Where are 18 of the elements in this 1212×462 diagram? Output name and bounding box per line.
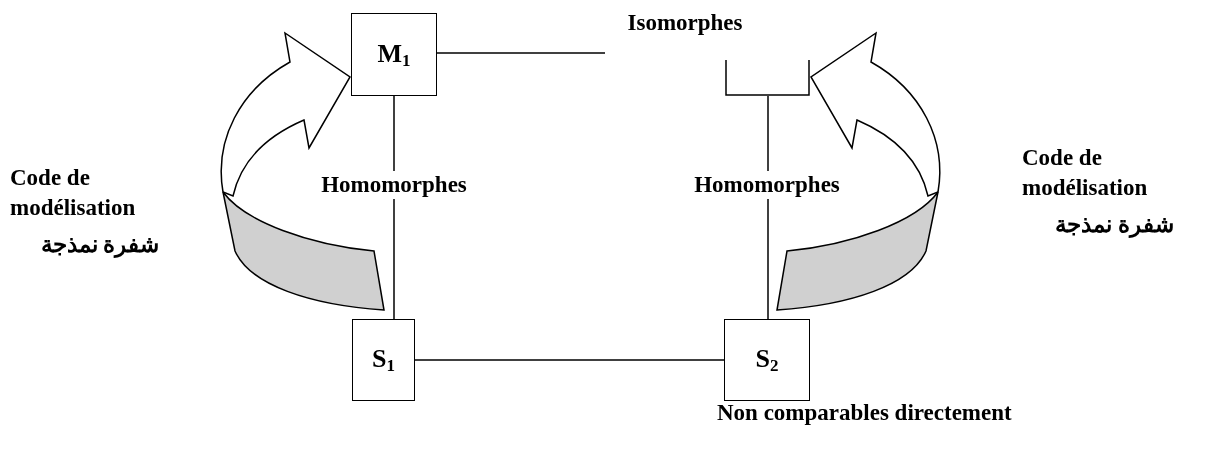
edge-label: Homomorphes [692,171,842,199]
annotation: Non comparables directement [717,399,1013,427]
box [352,319,415,401]
node-label: S$_{2}$ [755,346,779,374]
node-label: M$_{1}$ [377,40,411,69]
annotation: Code de modélisation [10,164,137,222]
curved-arrow [776,32,941,311]
box [351,13,437,96]
node-label: S$_{1}$ [372,346,395,374]
annotation: Code de modélisation [1022,144,1149,202]
edge-label: Homomorphes [319,171,469,199]
box [724,319,810,401]
relation-label: Isomorphes [627,10,743,36]
curved-arrow [220,32,385,311]
annotation: شفرة نمذجة [39,231,161,260]
connector-line [436,52,606,54]
connector-line [414,359,725,361]
annotation: شفرة نمذجة [1054,211,1175,240]
